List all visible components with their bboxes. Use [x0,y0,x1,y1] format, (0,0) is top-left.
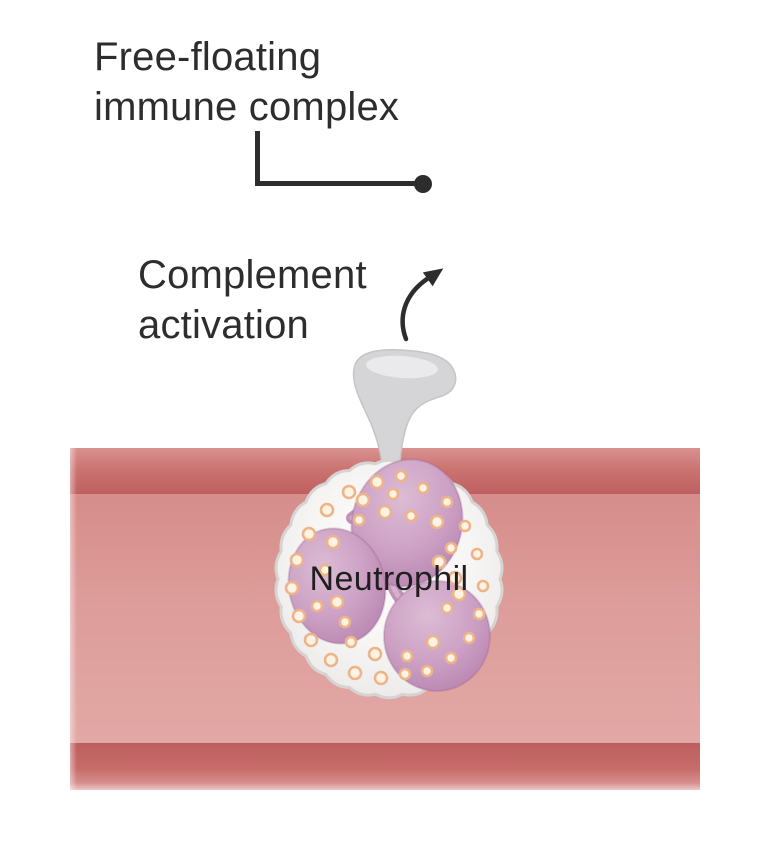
free-floating-label: Free-floating immune complex [94,32,399,132]
granule [416,481,430,495]
granule [338,615,352,629]
granule [289,552,305,568]
neutrophil-cell [274,458,504,700]
granule [291,608,307,624]
granule [347,665,363,681]
granule [355,492,371,508]
leader-line [255,131,432,193]
complement-label-line1: Complement [138,253,367,297]
arrow-head [422,268,444,287]
granule [319,502,335,518]
granule [420,664,434,678]
granule [303,632,319,648]
granule [472,607,486,621]
granule [447,570,463,586]
granule [444,541,458,555]
granule [377,504,393,520]
granule [440,601,454,615]
granule [431,554,447,570]
granule [310,599,324,613]
free-floating-label-line2: immune complex [94,85,400,129]
leader-dot [414,175,432,193]
granule [394,469,408,483]
granule [318,563,332,577]
granule [301,526,317,542]
granule [404,509,418,523]
granule [429,514,445,530]
vessel-wall-bottom [70,743,700,790]
granule [400,649,414,663]
granule [352,513,366,527]
granule [470,547,484,561]
granule [462,631,476,645]
granule [398,667,412,681]
granule [341,484,357,500]
granule [284,580,300,596]
granule [373,670,389,686]
granule [451,586,467,602]
neutrophil-label: Neutrophil [309,560,469,598]
granule [344,635,358,649]
granule [386,487,400,501]
granule [323,652,339,668]
free-floating-label-line1: Free-floating [94,35,322,79]
granule [425,634,441,650]
granule [476,579,490,593]
complement-activation-arrow [400,268,444,342]
pseudopod [352,349,457,472]
granule [369,474,385,490]
nucleus-lobe [350,458,464,588]
granule [329,594,345,610]
granule [440,495,454,509]
granule [325,534,341,550]
complement-label-line2: activation [138,303,309,347]
granule [367,646,383,662]
complement-activation-label: Complement activation [138,250,367,350]
granule [444,651,458,665]
vessel-edge-highlight [70,448,77,790]
granules [284,469,490,686]
granule [458,519,472,533]
